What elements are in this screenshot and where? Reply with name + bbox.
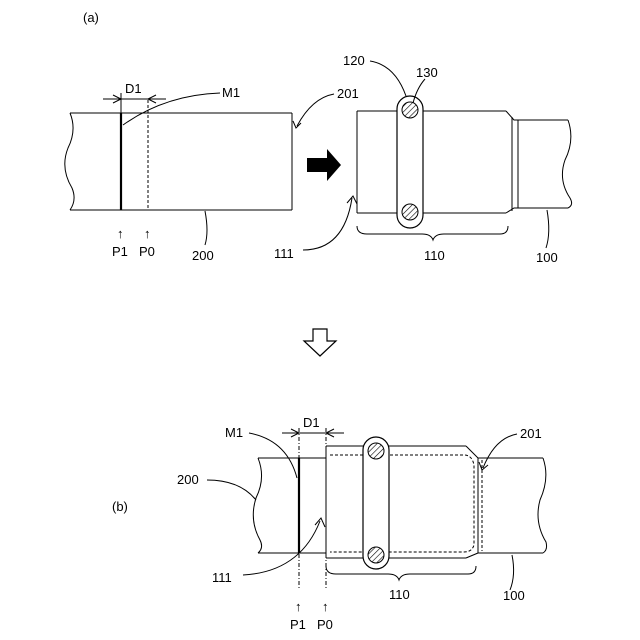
tube-section-110: [326, 446, 482, 558]
pipe-end-label: 201: [337, 86, 359, 101]
panel-a-label: (a): [83, 10, 99, 25]
p1-label: P1: [290, 617, 306, 632]
p0-arrow: ↑: [322, 599, 329, 614]
panel-a: (a) D1 M1 201 200 ↑ ↑ P1 P0: [65, 10, 572, 265]
tube-section-brace: [357, 226, 508, 240]
p1-arrow: ↑: [117, 226, 124, 241]
tube-end-leader: [243, 521, 320, 575]
pipe-end-leader: [483, 434, 517, 468]
wire-130-bottom: [402, 204, 418, 220]
d1-label: D1: [303, 415, 320, 430]
m1-label: M1: [225, 425, 243, 440]
wire-130-top: [402, 102, 418, 118]
wire-130-bottom: [368, 547, 384, 563]
tube-100: [357, 111, 572, 213]
band-label: 120: [343, 53, 365, 68]
pipe-label: 200: [177, 472, 199, 487]
pipe-label: 200: [192, 248, 214, 263]
pipe-leader: [205, 211, 207, 245]
tube-leader: [510, 555, 514, 590]
p1-label: P1: [112, 244, 128, 259]
tube-end-label: 111: [212, 570, 232, 585]
tube-end-leader: [303, 198, 352, 250]
p0-arrow: ↑: [144, 226, 151, 241]
tube-section-label: 110: [424, 248, 445, 263]
wire-130-top: [368, 443, 384, 459]
tube-label: 100: [503, 588, 525, 603]
d1-label: D1: [125, 81, 142, 96]
down-arrow-icon: [304, 329, 336, 356]
tube-section-brace: [326, 566, 476, 580]
tube-label: 100: [536, 250, 558, 265]
right-arrow-icon: [307, 149, 341, 181]
tube-end-arrowhead: [315, 518, 325, 527]
p1-arrow: ↑: [295, 599, 302, 614]
tube-section-label: 110: [389, 587, 410, 602]
m1-leader: [123, 93, 220, 125]
wire-label: 130: [416, 65, 438, 80]
pipe-200: [65, 113, 292, 210]
p0-label: P0: [139, 244, 155, 259]
tube-leader: [546, 210, 549, 248]
pipe-end-label: 201: [520, 426, 542, 441]
p0-label: P0: [317, 617, 333, 632]
pipe-end-leader: [297, 94, 334, 126]
pipe-200: [253, 458, 546, 553]
m1-leader: [249, 433, 297, 478]
d1-dimension: [282, 429, 344, 437]
d1-dimension: [103, 95, 166, 103]
pipe-leader: [207, 480, 256, 500]
panel-b: (b): [112, 415, 547, 632]
band-leader: [370, 61, 406, 96]
panel-b-label: (b): [112, 499, 128, 514]
m1-label: M1: [222, 85, 240, 100]
tube-end-label: 111: [274, 246, 294, 261]
